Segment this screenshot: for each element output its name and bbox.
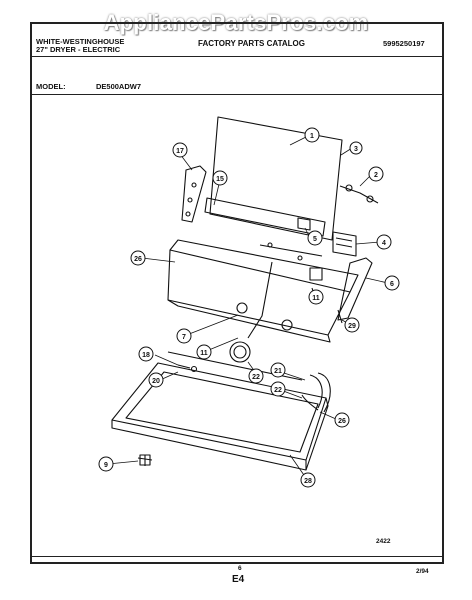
callout-4: 4 (376, 234, 392, 250)
side-bracket-part (181, 165, 207, 223)
callout-20: 20 (148, 372, 164, 388)
wire-harness-part (339, 185, 379, 204)
svg-text:26: 26 (338, 418, 346, 425)
callout-22a: 22 (248, 368, 264, 384)
svg-text:21: 21 (274, 368, 282, 375)
control-console-part (169, 239, 359, 293)
header-divider-bottom (30, 94, 444, 95)
svg-text:9: 9 (104, 462, 108, 469)
model-label: MODEL: (36, 82, 66, 91)
footer-divider (30, 556, 444, 557)
svg-text:7: 7 (182, 334, 186, 341)
figure-code: 2422 (376, 538, 391, 545)
timer-part (332, 231, 357, 257)
console-bracket-part (337, 257, 373, 321)
selector-knob-part (229, 341, 251, 363)
svg-text:26: 26 (134, 256, 142, 263)
callout-21: 21 (270, 362, 286, 378)
svg-text:15: 15 (216, 176, 224, 183)
svg-text:2: 2 (374, 172, 378, 179)
svg-text:1: 1 (310, 133, 314, 140)
svg-text:22: 22 (252, 374, 260, 381)
page-number: E4 (232, 574, 245, 585)
callout-28: 28 (300, 472, 316, 488)
callout-labels: 1 2 3 4 5 6 7 9 11 11 15 17 18 20 21 22 … (98, 127, 400, 488)
callout-7: 7 (176, 328, 192, 344)
callout-18: 18 (138, 346, 154, 362)
document-number: 5995250197 (383, 39, 425, 48)
callout-1: 1 (304, 127, 320, 143)
dryer-top-part (111, 362, 327, 461)
callout-2: 2 (368, 166, 384, 182)
callout-11a: 11 (308, 289, 324, 305)
callout-9: 9 (98, 456, 114, 472)
brand-line-2: 27" DRYER - ELECTRIC (36, 45, 121, 54)
footer-date: 2/94 (416, 568, 429, 575)
svg-text:5: 5 (313, 236, 317, 243)
callout-26b: 26 (334, 412, 350, 428)
model-number: DE500ADW7 (96, 82, 142, 91)
svg-text:3: 3 (354, 146, 358, 153)
callout-3: 3 (349, 141, 363, 155)
callout-22b: 22 (270, 381, 286, 397)
callout-26a: 26 (130, 250, 146, 266)
svg-text:17: 17 (176, 148, 184, 155)
callout-29: 29 (344, 317, 360, 333)
callout-15: 15 (212, 170, 228, 186)
svg-text:20: 20 (152, 378, 160, 385)
header-divider-top (30, 56, 444, 57)
callout-6: 6 (384, 275, 400, 291)
svg-text:11: 11 (312, 295, 320, 302)
svg-text:28: 28 (304, 478, 312, 485)
callout-17: 17 (172, 142, 188, 158)
catalog-page-frame (30, 22, 444, 564)
svg-text:22: 22 (274, 387, 282, 394)
brand-line-1: WHITE-WESTINGHOUSE (36, 37, 125, 46)
callout-5: 5 (307, 230, 323, 246)
top-panel-part (209, 116, 343, 241)
svg-text:6: 6 (390, 281, 394, 288)
callout-11b: 11 (196, 344, 212, 360)
svg-text:4: 4 (382, 240, 386, 247)
svg-text:29: 29 (348, 323, 356, 330)
catalog-title: FACTORY PARTS CATALOG (198, 39, 305, 48)
page-small: 6 (238, 565, 242, 572)
svg-text:11: 11 (200, 350, 208, 357)
svg-text:18: 18 (142, 352, 150, 359)
